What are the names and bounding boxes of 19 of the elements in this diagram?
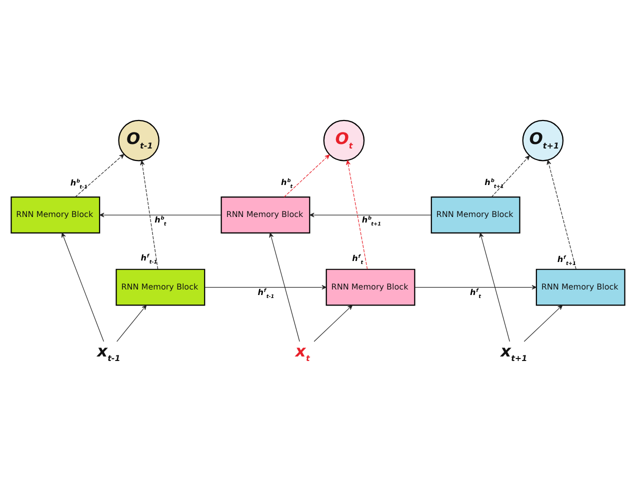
arrow [491,155,530,198]
arrow [479,232,510,342]
arrow [204,285,327,290]
arrow [140,160,158,270]
arrow [74,154,124,198]
arrow [546,160,576,270]
node-text: x$_{t}$ [295,341,310,363]
arrow [116,304,147,342]
node-text: x$_{t+1}$ [500,341,528,363]
arrow [99,212,222,218]
arrow [309,212,432,218]
arrow [414,285,537,290]
arrow [524,304,563,342]
node-text: x$_{t-1}$ [97,341,120,363]
arrow [61,232,104,342]
arrow [284,154,330,198]
arrow [314,304,353,342]
arrow [346,160,368,270]
arrow [269,232,300,342]
